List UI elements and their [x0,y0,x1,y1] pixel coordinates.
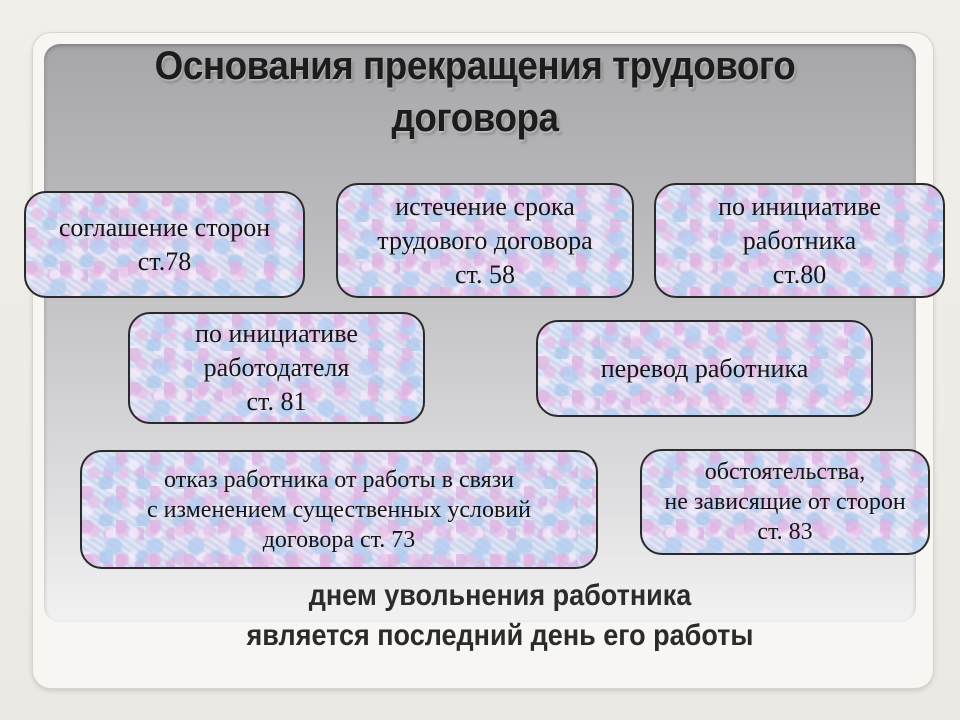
box-employer-initiative: по инициативе работодателя ст. 81 [128,312,425,424]
box-employee-initiative: по инициативе работника ст.80 [654,183,945,298]
footer-line-1: днем увольнения работника [308,579,692,612]
box-line: истечение срока [395,191,575,221]
box-line: работника [742,225,857,255]
box-line: отказ работника от работы в связи [164,466,514,493]
box-employee-transfer: перевод работника [536,320,873,417]
box-line: по инициативе [195,319,358,348]
box-refusal-to-work: отказ работника от работы в связи с изме… [80,450,598,569]
box-line: не зависящие от сторон [664,489,906,515]
box-line: по инициативе [718,191,881,221]
box-line: договора ст. 73 [262,526,416,553]
box-agreement-of-parties: соглашение сторон ст.78 [24,191,305,298]
slide-title: Основания прекращения трудового договора [112,40,839,144]
box-line: ст. 58 [455,259,515,289]
footer-line-2: является последний день его работы [246,619,754,652]
box-line: трудового договора [377,225,593,255]
box-line: ст.80 [772,259,827,289]
box-line: ст.78 [137,246,192,276]
box-line: перевод работника [600,353,809,383]
box-line: работодателя [203,353,350,382]
footer-note: днем увольнения работника является после… [158,576,842,656]
title-line-1: Основания прекращения трудового [154,44,796,88]
box-line: обстоятельства, [704,459,866,485]
box-line: с изменением существенных условий [146,496,531,523]
box-line: ст. 83 [757,519,813,545]
box-circumstances-beyond-control: обстоятельства, не зависящие от сторон с… [640,449,930,555]
box-line: ст. 81 [246,387,307,416]
box-contract-expiry: истечение срока трудового договора ст. 5… [336,183,634,298]
box-line: соглашение сторон [58,212,271,242]
title-line-2: договора [391,96,559,140]
